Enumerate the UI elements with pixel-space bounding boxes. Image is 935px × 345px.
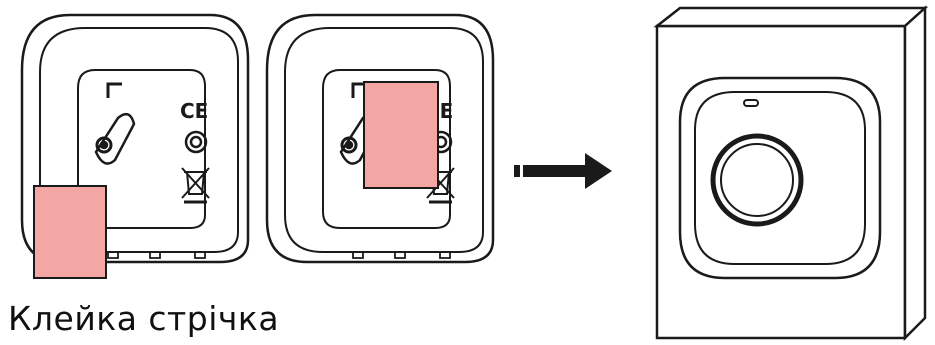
arrow-right-icon [514, 153, 612, 189]
adhesive-tape-caption: Клейка стрічка [8, 299, 280, 338]
mounted-device [678, 76, 882, 280]
mounted-device-button [710, 133, 804, 227]
adhesive-tape-detached [33, 185, 107, 279]
ce-mark-1: CE [180, 99, 208, 123]
weee-bin-icon-1 [181, 167, 210, 204]
svg-text:CE: CE [180, 99, 208, 123]
screw-hole-icon-1 [184, 130, 208, 154]
adhesive-tape-applied [363, 81, 439, 189]
